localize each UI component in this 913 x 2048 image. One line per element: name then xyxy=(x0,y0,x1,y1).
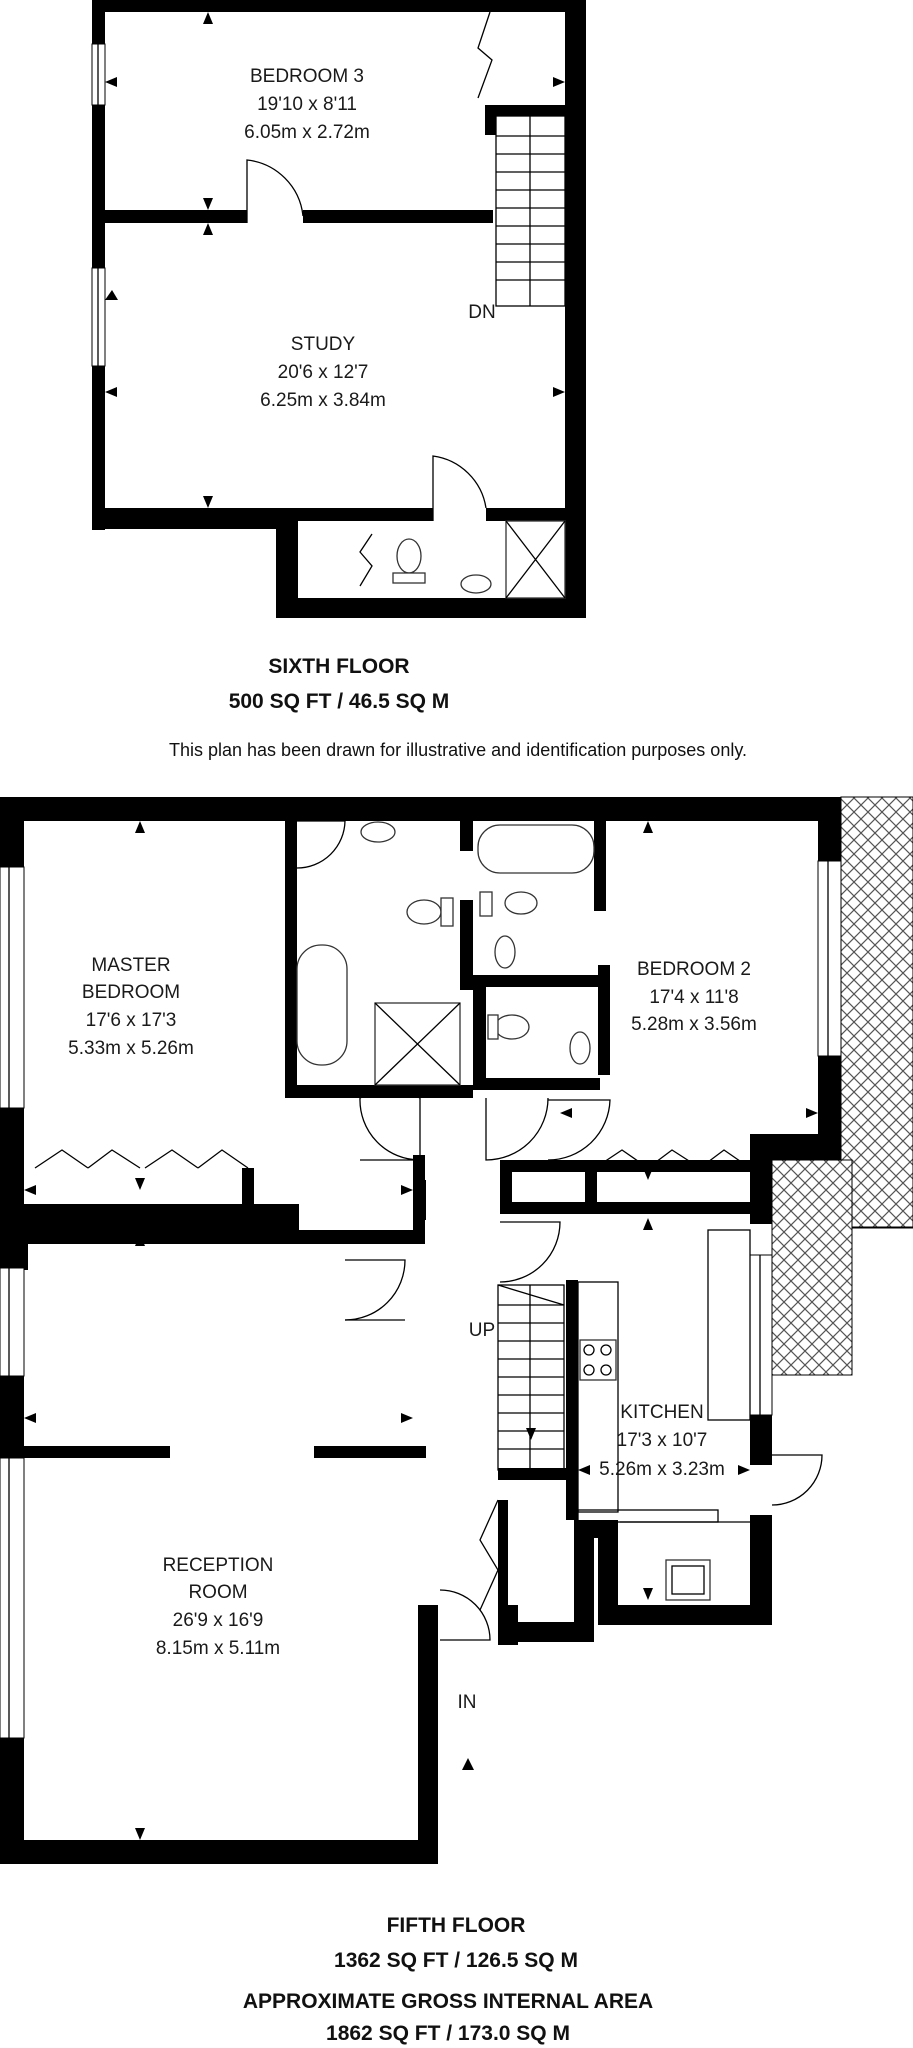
bedroom2-imperial: 17'4 x 11'8 xyxy=(649,987,738,1008)
reception-imperial: 26'9 x 16'9 xyxy=(173,1610,264,1631)
master-bedroom-metric: 5.33m x 5.26m xyxy=(68,1038,194,1059)
stair-down-label: DN xyxy=(468,302,495,323)
entrance-label: IN xyxy=(458,1692,477,1713)
sixth-stairs xyxy=(495,115,566,307)
sixth-dimension-arrows xyxy=(105,12,565,508)
fifth-floor-plan: MASTER BEDROOM 17'6 x 17'3 5.33m x 5.26m… xyxy=(0,796,913,1864)
kitchen-imperial: 17'3 x 10'7 xyxy=(617,1430,708,1451)
sixth-floor-plan: BEDROOM 3 19'10 x 8'11 6.05m x 2.72m STU… xyxy=(91,0,586,618)
kitchen-name: KITCHEN xyxy=(620,1402,703,1423)
wardrobes xyxy=(34,1149,751,1169)
bedroom3-name: BEDROOM 3 xyxy=(250,66,364,87)
bedroom2-metric: 5.28m x 3.56m xyxy=(631,1014,757,1035)
bedroom3-metric: 6.05m x 2.72m xyxy=(244,122,370,143)
bedroom2-name: BEDROOM 2 xyxy=(637,959,751,980)
study-metric: 6.25m x 3.84m xyxy=(260,390,386,411)
master-bedroom-name-2: BEDROOM xyxy=(82,982,180,1003)
fifth-stairs xyxy=(497,1284,565,1471)
kitchen-metric: 5.26m x 3.23m xyxy=(599,1459,725,1480)
fifth-dimension-arrows xyxy=(24,821,818,1840)
fifth-floor-area: 1362 SQ FT / 126.5 SQ M xyxy=(334,1949,578,1972)
sixth-bathroom-fixtures xyxy=(359,520,566,599)
gross-area-value: 1862 SQ FT / 173.0 SQ M xyxy=(326,2022,570,2045)
reception-name-2: ROOM xyxy=(188,1582,247,1603)
fifth-floor-caption: FIFTH FLOOR xyxy=(387,1914,526,1937)
reception-metric: 8.15m x 5.11m xyxy=(156,1638,280,1659)
study-name: STUDY xyxy=(291,334,356,355)
kitchen-fixtures xyxy=(577,1229,751,1601)
sixth-floor-area: 500 SQ FT / 46.5 SQ M xyxy=(229,690,450,713)
study-imperial: 20'6 x 12'7 xyxy=(278,362,369,383)
master-bedroom-name-1: MASTER xyxy=(91,955,170,976)
bedroom3-imperial: 19'10 x 8'11 xyxy=(257,94,357,115)
sixth-floor-caption: SIXTH FLOOR xyxy=(268,655,409,678)
disclaimer-text: This plan has been drawn for illustrativ… xyxy=(169,740,747,760)
gross-area-title: APPROXIMATE GROSS INTERNAL AREA xyxy=(243,1990,653,2013)
reception-name-1: RECEPTION xyxy=(163,1555,274,1576)
fifth-bathroom-fixtures xyxy=(296,821,595,1086)
master-bedroom-imperial: 17'6 x 17'3 xyxy=(86,1010,177,1031)
stair-up-label: UP xyxy=(469,1320,495,1341)
